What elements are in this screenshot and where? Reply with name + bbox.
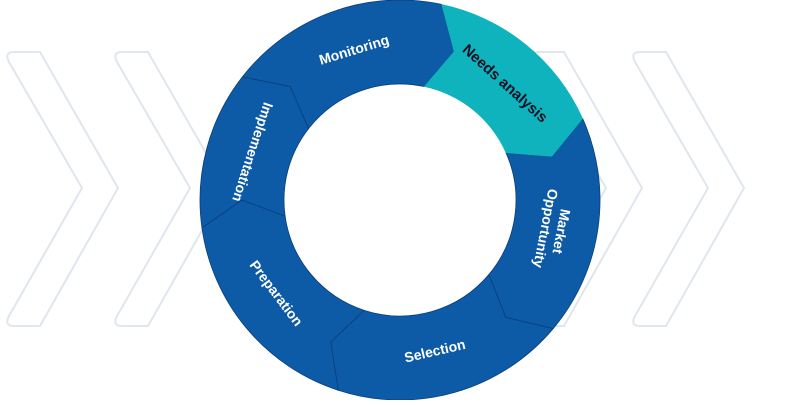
cycle-ring	[199, 0, 601, 401]
background-chevron-right-2	[632, 51, 746, 327]
background-chevron-left-1	[6, 51, 120, 327]
background-chevron-left-2	[114, 51, 228, 327]
background-chevrons	[6, 51, 746, 327]
cycle-segment-needs-analysis	[423, 4, 584, 157]
